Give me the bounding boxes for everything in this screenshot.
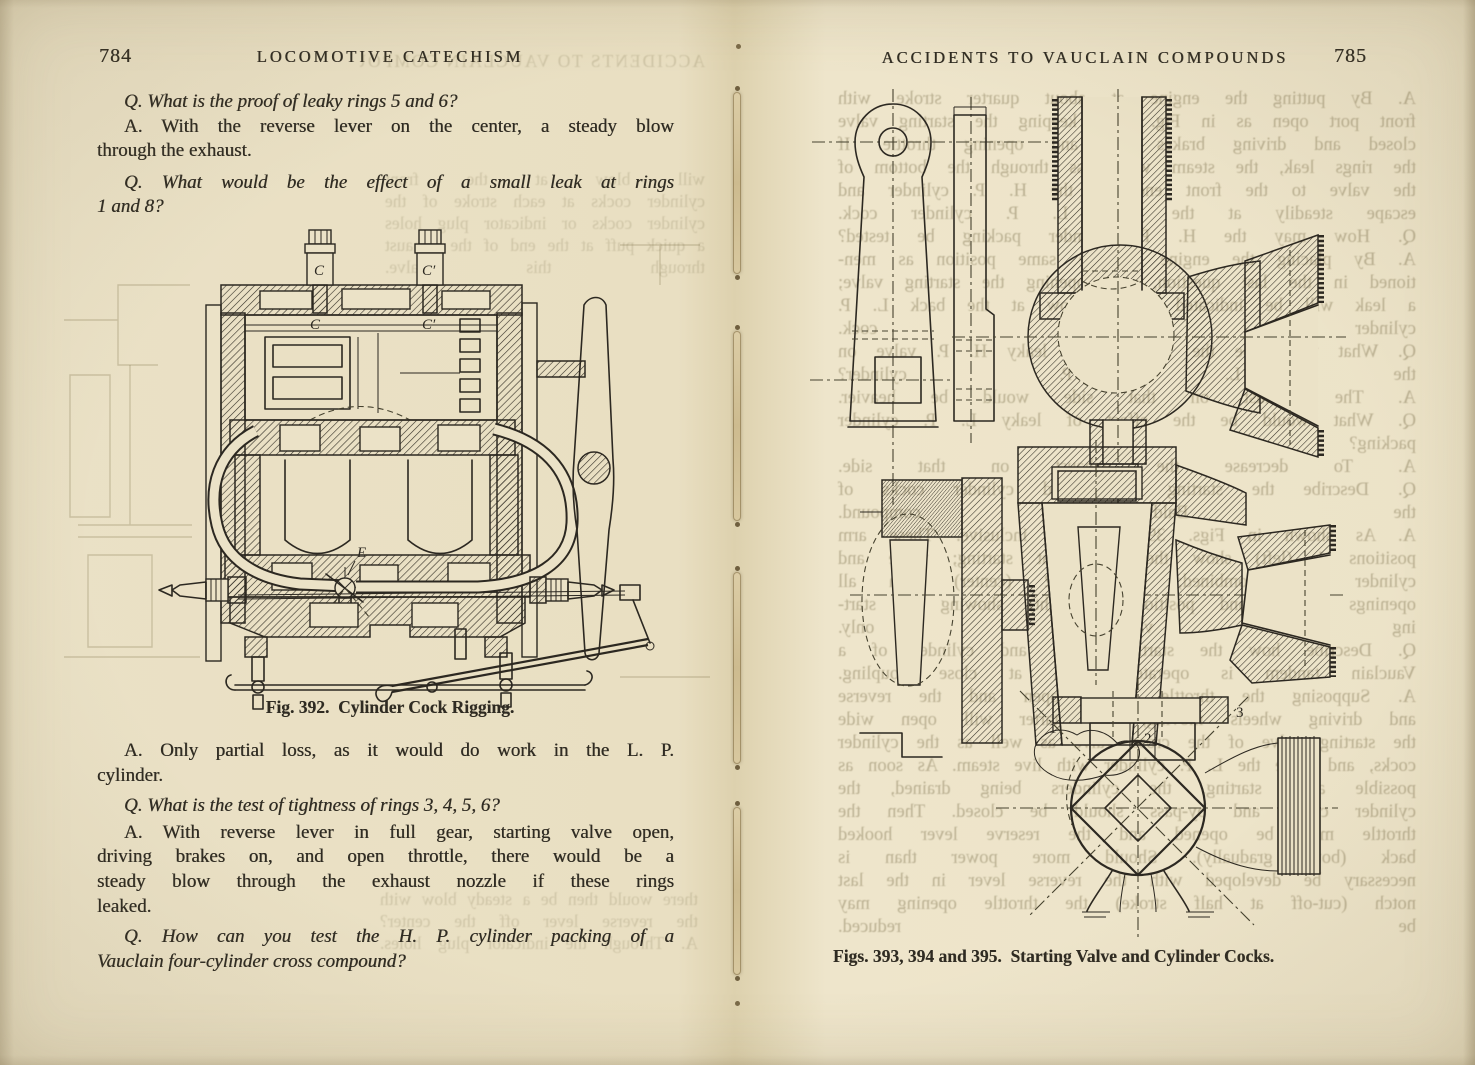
body-line: Vauclain four-cylinder cross compound?: [97, 950, 406, 972]
hex-nut: [1089, 722, 1196, 761]
drain-pipes: [207, 422, 579, 594]
plug-square-inner: [1104, 774, 1172, 842]
stitch-thread: [733, 801, 741, 981]
starting-valve-section: [952, 89, 1346, 555]
body-line: A. With reverse lever in full gear, star…: [124, 821, 674, 843]
label-c: C: [314, 263, 325, 279]
plug-square-outer: [1069, 739, 1207, 877]
body-line: leaked.: [97, 895, 152, 917]
figure-393-394-395: 1 2 3: [810, 89, 1346, 941]
label-3: 3: [1236, 705, 1244, 721]
body-line: Q. How can you test the H. P. cylinder p…: [124, 926, 674, 948]
threaded-cylinder: [1277, 736, 1321, 876]
label-1: 1: [1049, 721, 1057, 737]
left-body-top: Q. What is the proof of leaky rings 5 an…: [97, 90, 674, 220]
gland-bolts: [459, 318, 481, 413]
page-number-left: 784: [99, 45, 132, 67]
piston: [264, 336, 351, 410]
body-line: steady blow through the exhaust nozzle i…: [97, 870, 674, 892]
body-line: A. With the reverse lever on the center,…: [124, 115, 674, 137]
body-line: 1 and 8?: [97, 196, 164, 218]
caption-figs-393-395: Figs. 393, 394 and 395. Starting Valve a…: [833, 946, 1275, 966]
label-e: E: [356, 545, 366, 561]
body-line: A. Only partial loss, as it would do wor…: [124, 740, 674, 761]
check-valve-c: C: [304, 229, 336, 314]
ghost-header-left: ACCIDENTS TO VAUCLAIN COMPOUNDS: [360, 51, 705, 71]
left-body-bottom: A. Only partial loss, as it would do wor…: [97, 739, 674, 974]
running-head-right: ACCIDENTS TO VAUCLAIN COMPOUNDS: [881, 48, 1289, 67]
tapered-plug: [1077, 526, 1121, 671]
cylinder-cock-body-section: [1017, 440, 1336, 761]
stitch-hole: [736, 44, 741, 49]
figure-392: C C′ C C′: [64, 229, 710, 710]
lever-arm-side-view: [953, 97, 995, 443]
lever-arm-front-view: [810, 89, 1058, 505]
running-head-left: LOCOMOTIVE CATECHISM: [256, 47, 524, 66]
check-valve-c-prime: C′: [414, 229, 446, 314]
label-2: 2: [1144, 731, 1152, 747]
threaded-stem: [881, 479, 963, 538]
drain-cock-right: [529, 576, 615, 604]
body-line: driving brakes on, and open throttle, th…: [97, 846, 674, 868]
cylinder-cock-plug-section: [850, 477, 1346, 758]
body-line: Q. What is the proof of leaky rings 5 an…: [124, 91, 458, 112]
cylinder-base: [229, 596, 526, 638]
lever-hub: [577, 451, 611, 485]
body-line: Q. What would be the effect of a small l…: [124, 171, 674, 193]
piston-rod: [536, 360, 586, 378]
stitch-thread: [733, 325, 741, 527]
body-line: through the exhaust.: [97, 140, 252, 162]
square-boss: [874, 356, 922, 404]
stitch-thread: [733, 566, 741, 770]
pivot-hole: [878, 127, 908, 157]
ghost-diagram: [64, 244, 710, 678]
page-number-right: 785: [1334, 45, 1367, 67]
caption-fig-392: Fig. 392. Cylinder Cock Rigging.: [265, 697, 515, 717]
plug-position-diagram: 1 2 3: [996, 677, 1338, 941]
stitch-hole: [735, 1001, 740, 1006]
stitch-thread: [733, 86, 741, 280]
label-c-prime: C′: [422, 263, 436, 279]
body-line: cylinder.: [97, 764, 163, 786]
cock-rigging-linkage: [225, 584, 655, 710]
body-line: Q. What is the test of tightness of ring…: [124, 795, 500, 817]
